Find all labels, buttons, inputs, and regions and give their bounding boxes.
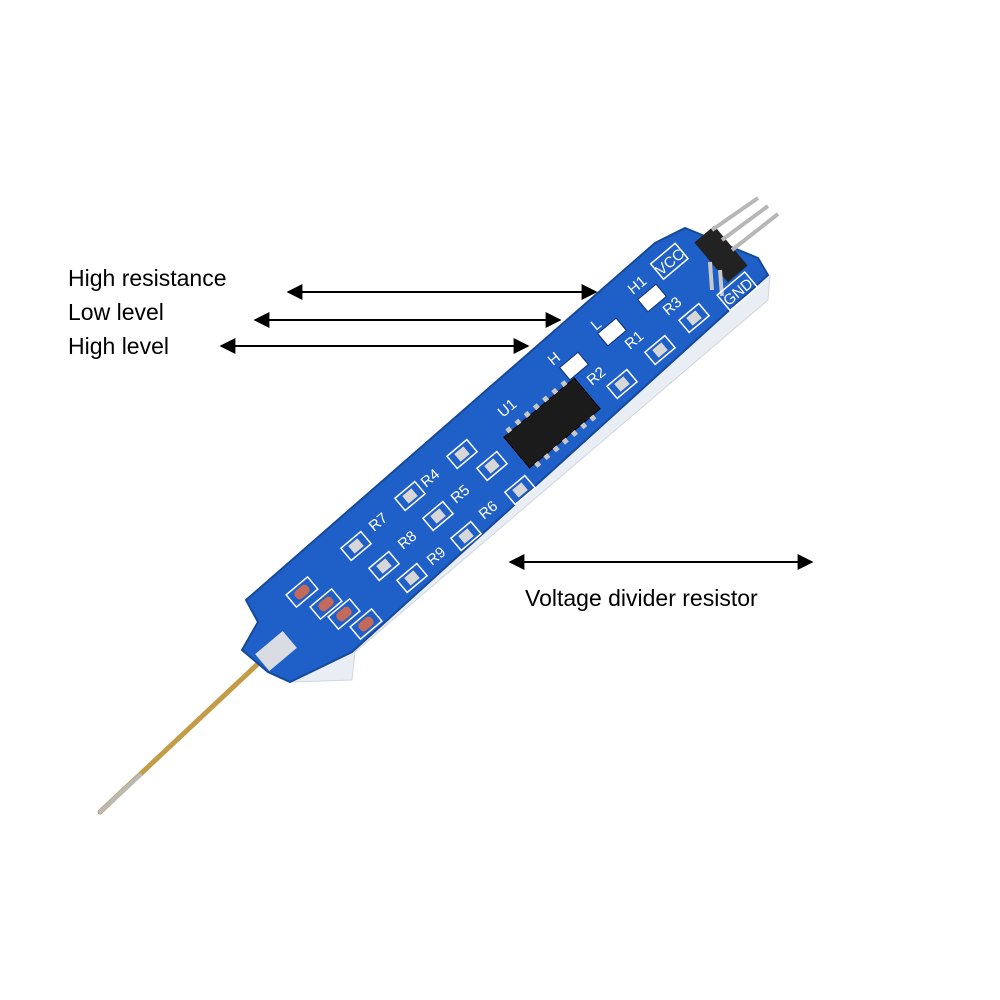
resistor-r1 <box>643 334 677 366</box>
led-h1 <box>636 283 668 313</box>
led-l <box>596 317 628 347</box>
led-h <box>558 351 590 381</box>
resistor-r5 <box>475 450 509 482</box>
resistor-r3 <box>677 302 711 334</box>
label-high-level: High level <box>68 333 169 359</box>
probe-needle-tip <box>98 773 142 814</box>
diode-group <box>285 575 383 641</box>
header-connector <box>694 196 780 297</box>
label-low-level: Low level <box>68 299 164 325</box>
tip-pad <box>255 631 297 671</box>
label-voltage-divider: Voltage divider resistor <box>525 585 758 611</box>
pcb-board <box>240 226 770 684</box>
resistor-r8 <box>421 500 455 532</box>
resistor-r7 <box>393 480 427 512</box>
resistor-pad-a <box>339 530 373 562</box>
resistor-r4 <box>445 438 479 470</box>
resistor-r9 <box>449 520 483 552</box>
resistor-pad-b <box>367 550 401 582</box>
resistor-r6 <box>503 474 537 506</box>
chip-u1 <box>503 377 601 469</box>
resistor-r2 <box>605 368 639 400</box>
resistor-pad-c <box>395 562 429 594</box>
label-high-resistance: High resistance <box>68 265 227 291</box>
